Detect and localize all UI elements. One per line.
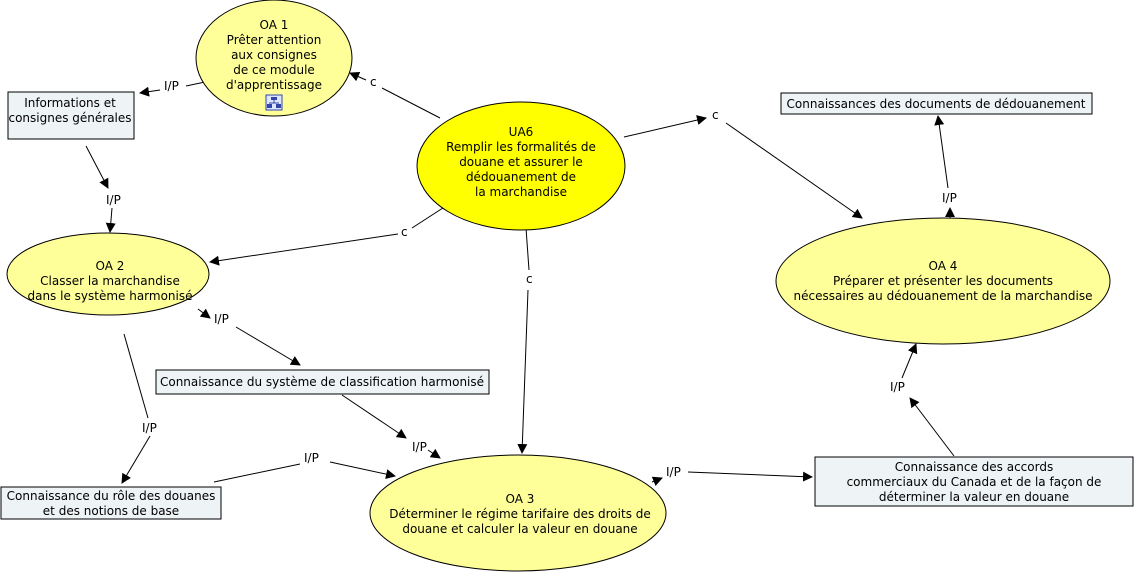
edge-label-c-oa2: c [401, 225, 408, 239]
edge-ip-oa3a [427, 448, 441, 459]
node-oa2[interactable]: OA 2 Classer la marchandise dans le syst… [6, 232, 210, 316]
node-role-line-1: Connaissance du rôle des douanes [7, 489, 216, 503]
edge-label-ip-oa2-sys: I/P [214, 312, 229, 326]
edge-oa2-ip2 [123, 333, 149, 419]
node-accords-line-1: Connaissance des accords [895, 460, 1053, 474]
node-oa4-line-1: OA 4 [929, 259, 958, 273]
edge-label-ip-role-oa3: I/P [304, 451, 319, 465]
node-role[interactable]: Connaissance du rôle des douanes et des … [0, 486, 222, 520]
node-oa2-line-1: OA 2 [96, 259, 125, 273]
edge-ua6-oa1 [381, 87, 441, 119]
node-oa1[interactable]: OA 1 Prêter attention aux consignes de c… [195, 0, 353, 117]
edge-ip-role [121, 435, 151, 484]
edge-ip-oa3b [329, 461, 396, 479]
edge-c4-oa4 [725, 122, 863, 219]
edge-label-c-oa4: c [712, 108, 719, 122]
edge-oa1-info-arrow [139, 86, 161, 97]
node-info[interactable]: Informations et consignes générales [7, 91, 135, 140]
node-docs[interactable]: Connaissances des documents de dédouanem… [780, 92, 1093, 115]
node-ua6-line-5: la marchandise [475, 185, 567, 199]
node-ua6-line-1: UA6 [509, 125, 534, 139]
edge-ua6-c2 [411, 205, 447, 229]
node-accords[interactable]: Connaissance des accords commerciaux du … [814, 456, 1134, 507]
node-info-line-2: consignes générales [8, 111, 131, 125]
connectors: c I/P I/P c c c I/P I/P I/P [85, 72, 957, 486]
node-sys[interactable]: Connaissance du système de classificatio… [155, 369, 490, 395]
node-oa4[interactable]: OA 4 Préparer et présenter les documents… [775, 217, 1111, 345]
edge-ip-accords [687, 471, 813, 482]
node-oa4-line-3: nécessaires au dédouanement de la marcha… [794, 289, 1093, 303]
edge-ip-oa2 [105, 207, 116, 233]
edge-label-ip-accords-oa4: I/P [890, 380, 905, 394]
edge-c2-oa2 [209, 233, 399, 266]
edge-ua6-c4 [623, 115, 707, 138]
node-oa3-line-2: Déterminer le régime tarifaire des droit… [389, 507, 651, 521]
edge-ip-oa4 [901, 343, 918, 379]
node-oa1-line-3: aux consignes [231, 48, 317, 62]
node-accords-line-2: commerciaux du Canada et de la façon de [847, 475, 1102, 489]
node-ua6[interactable]: UA6 Remplir les formalités de douane et … [416, 101, 626, 231]
node-oa1-line-1: OA 1 [260, 18, 289, 32]
edge-accords-ip [909, 397, 955, 457]
node-docs-line-1: Connaissances des documents de dédouanem… [787, 97, 1086, 111]
node-oa1-line-4: de ce module [233, 63, 315, 77]
edge-label-ip-oa3-accords: I/P [666, 465, 681, 479]
node-oa1-line-2: Prêter attention [227, 33, 322, 47]
edge-sys-ip [341, 394, 407, 439]
node-ua6-line-2: Remplir les formalités de [446, 140, 596, 154]
node-oa2-line-3: dans le système harmonisé [27, 289, 192, 303]
node-oa3-line-1: OA 3 [506, 492, 535, 506]
edge-info-ip [85, 145, 109, 189]
edge-ip-sys [235, 326, 301, 366]
node-oa3-line-3: douane et calculer la valeur en douane [402, 522, 637, 536]
node-ua6-line-4: dédouanement de [466, 170, 576, 184]
edge-label-ip-oa4-docs: I/P [942, 191, 957, 205]
edge-oa2-ip [197, 308, 211, 319]
node-info-line-1: Informations et [24, 96, 116, 110]
edge-label-ip-oa2-role: I/P [142, 421, 157, 435]
node-oa4-line-2: Préparer et présenter les documents [833, 274, 1053, 288]
node-oa1-line-5: d'apprentissage [226, 78, 322, 92]
edge-label-c-oa3: c [526, 272, 533, 286]
concept-map-icon[interactable] [265, 94, 283, 111]
edge-ip-docs [934, 115, 949, 189]
node-ua6-line-3: douane et assurer le [459, 155, 583, 169]
edge-oa1-info [185, 81, 206, 87]
edge-ua6-c3 [525, 227, 530, 271]
edge-role-ip [213, 463, 301, 483]
edge-c3-oa3 [517, 289, 529, 454]
edge-oa3-ip [651, 476, 663, 486]
edge-label-c-oa1: c [370, 75, 377, 89]
node-role-line-2: et des notions de base [43, 504, 179, 518]
edge-label-ip-oa1-info: I/P [164, 79, 179, 93]
node-oa3[interactable]: OA 3 Déterminer le régime tarifaire des … [369, 454, 667, 572]
edge-label-ip-sys-oa3: I/P [412, 440, 427, 454]
node-accords-line-3: déterminer la valeur en douane [879, 490, 1069, 504]
edge-label-ip-info-oa2: I/P [106, 193, 121, 207]
node-sys-line-1: Connaissance du système de classificatio… [160, 375, 484, 389]
edge-ua6-oa1-arrow [349, 72, 367, 82]
node-oa2-line-2: Classer la marchandise [40, 274, 180, 288]
